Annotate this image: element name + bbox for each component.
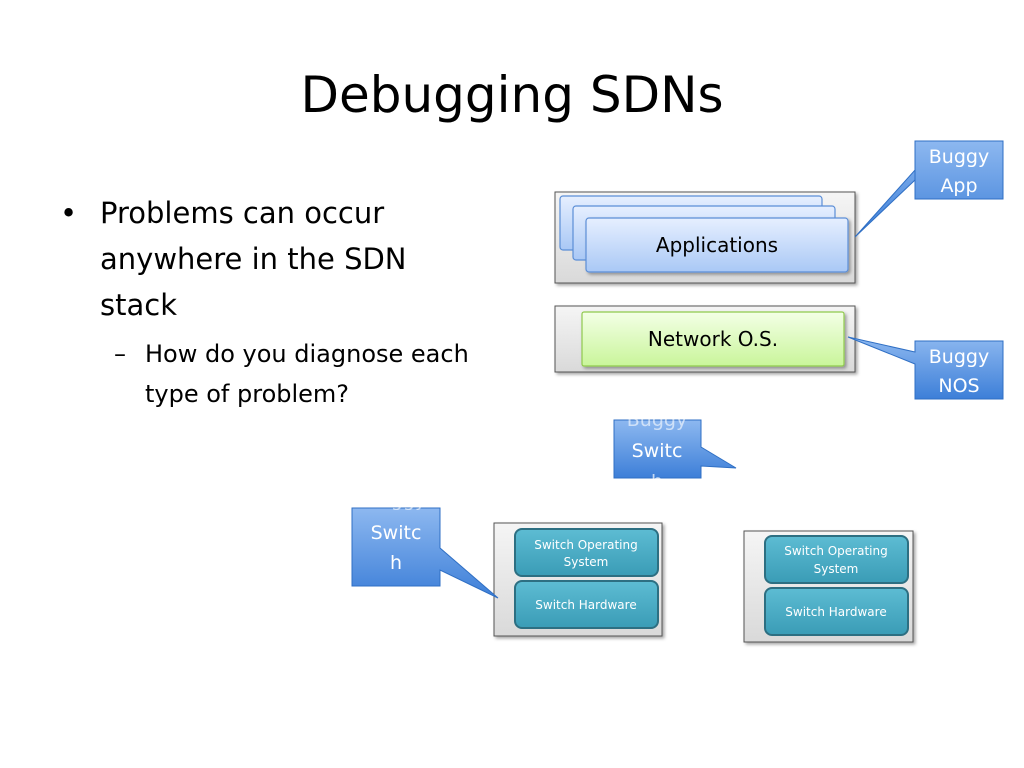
callout-buggy-switch — [613, 419, 737, 479]
callout-buggy-app — [854, 140, 1004, 238]
switch-1-hw-box — [514, 580, 659, 629]
switch-2-os-label-line1: Switch Operating — [784, 544, 887, 558]
callout-buggy-app-line2: App — [940, 175, 977, 197]
switch-2-hw-label: Switch Hardware — [785, 605, 886, 619]
callout-buggy-switch-line1: Buggy — [627, 409, 687, 431]
switch-2-os-label-line2: System — [814, 562, 859, 576]
bullet-main: Problems can occur anywhere in the SDN s… — [60, 190, 480, 328]
applications-label: Applications — [656, 233, 778, 257]
callout-buggy-switch-hw — [351, 507, 499, 599]
dash-marker: – — [114, 340, 126, 368]
callout-buggy-nos — [847, 336, 1004, 400]
switch-1-hw-label: Switch Hardware — [535, 598, 636, 612]
switch-1-os-box — [514, 528, 659, 577]
bullet-sub: – How do you diagnose each type of probl… — [60, 334, 480, 414]
callout-buggy-switch-hw-line1: Buggy — [366, 489, 426, 511]
bullet-list: Problems can occur anywhere in the SDN s… — [60, 190, 480, 414]
callout-buggy-app-line1: Buggy — [929, 146, 989, 168]
applications-card-front — [585, 217, 849, 273]
callout-buggy-nos-line2: NOS — [938, 375, 979, 397]
callout-buggy-switch-hw-line4: H/W — [376, 583, 416, 605]
network-os-label: Network O.S. — [648, 327, 778, 351]
bullet-sub-text: How do you diagnose each type of problem… — [145, 340, 469, 408]
slide-title: Debugging SDNs — [300, 66, 724, 124]
switch-1-os-label-line2: System — [564, 555, 609, 569]
switch-2-os-box — [764, 535, 909, 584]
callout-buggy-switch-hw-line2: Switc — [371, 522, 422, 544]
switch-1-os-label-line1: Switch Operating — [534, 538, 637, 552]
callout-buggy-nos-line1: Buggy — [929, 346, 989, 368]
switch-2-hw-box — [764, 587, 909, 636]
callout-buggy-switch-line2: Switc — [632, 440, 683, 462]
callout-buggy-switch-hw-line3: h — [390, 552, 402, 574]
callout-buggy-switch-line3: h — [651, 471, 663, 493]
network-os-box — [581, 311, 845, 367]
